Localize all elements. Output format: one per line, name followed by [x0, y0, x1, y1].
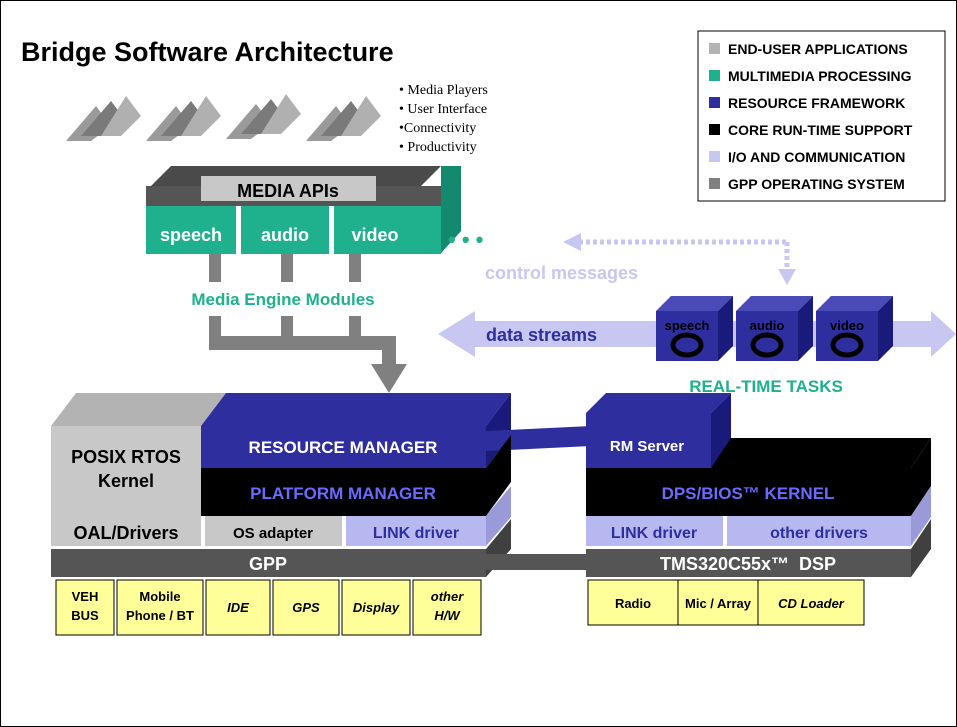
dsp-hw-label: Mic / Array — [685, 596, 752, 611]
module-speech: speech — [160, 225, 222, 245]
rt-task-label: speech — [665, 318, 710, 333]
oal-drivers-label: OAL/Drivers — [73, 523, 178, 543]
legend-label: RESOURCE FRAMEWORK — [728, 95, 905, 111]
dsp-hardware: Radio Mic / Array CD Loader — [587, 579, 865, 626]
gpp-hw-label: GPS — [292, 600, 320, 615]
legend-label: CORE RUN-TIME SUPPORT — [728, 122, 913, 138]
data-streams-label: data streams — [486, 325, 597, 345]
ellipsis: • • • — [448, 227, 483, 252]
gpp-hw-label: Mobile — [139, 589, 180, 604]
rt-task-video: video — [816, 296, 893, 361]
rm-server-block: RM Server — [586, 393, 731, 468]
app-bullets: • Media Players • User Interface •Connec… — [399, 83, 488, 155]
gpp-link-driver-label: LINK driver — [373, 525, 459, 542]
media-apis-label: MEDIA APIs — [237, 181, 339, 201]
gpp-hw-label: VEH — [72, 589, 99, 604]
dsp-driver-row: LINK driver other drivers — [586, 486, 931, 546]
legend-items: END-USER APPLICATIONS MULTIMEDIA PROCESSI… — [709, 41, 913, 192]
gpp-hw-label: IDE — [227, 600, 249, 615]
dsp-hw-box: Mic / Array — [677, 579, 759, 626]
gpp-hw-box: GPS — [272, 579, 340, 636]
module-video: video — [351, 225, 398, 245]
rt-task-label: video — [830, 318, 864, 333]
legend-swatch — [709, 178, 720, 189]
legend-swatch — [709, 43, 720, 54]
dsp-kernel-block: DPS/BIOS™ KERNEL — [586, 438, 931, 516]
rt-task-speech: speech — [656, 296, 733, 361]
legend-item: CORE RUN-TIME SUPPORT — [709, 122, 913, 138]
gpp-hw-box: VEH BUS — [55, 579, 115, 636]
legend-label: MULTIMEDIA PROCESSING — [728, 68, 912, 84]
legend-label: I/O AND COMMUNICATION — [728, 149, 905, 165]
media-engine-label: Media Engine Modules — [191, 290, 374, 309]
platform-manager-label: PLATFORM MANAGER — [250, 484, 436, 503]
gpp-driver-row: OAL/Drivers OS adapter LINK driver — [51, 486, 511, 546]
legend-swatch — [709, 124, 720, 135]
gpp-hw-label: Phone / BT — [126, 608, 194, 623]
posix-label: Kernel — [98, 471, 154, 491]
dsp-hw-box: Radio — [587, 579, 679, 626]
legend-item: MULTIMEDIA PROCESSING — [709, 68, 912, 84]
legend-swatch — [709, 70, 720, 81]
page-title: Bridge Software Architecture — [21, 37, 394, 67]
app-bullet: • Productivity — [399, 140, 477, 155]
dsp-hw-label: Radio — [615, 596, 651, 611]
mountain-icon — [66, 96, 141, 141]
rt-task-audio: audio — [736, 296, 813, 361]
mountain-icon — [146, 96, 221, 141]
posix-label: POSIX RTOS — [71, 447, 181, 467]
end-user-apps-icon — [66, 94, 381, 141]
rm-server-label: RM Server — [610, 438, 684, 455]
dsp-link-driver-label: LINK driver — [611, 525, 697, 542]
gpp-hw-label: BUS — [71, 608, 99, 623]
mountain-icon — [306, 96, 381, 141]
legend: END-USER APPLICATIONS MULTIMEDIA PROCESSI… — [697, 30, 946, 202]
legend-item: GPP OPERATING SYSTEM — [709, 176, 905, 192]
gpp-hw-box: IDE — [205, 579, 271, 636]
gpp-dsp-bus — [486, 554, 586, 570]
dsp-hw-label: CD Loader — [778, 596, 845, 611]
gpp-hw-label: H/W — [434, 608, 461, 623]
rt-task-label: audio — [750, 318, 785, 333]
dsp-label: TMS320C55x™ DSP — [660, 554, 836, 574]
media-apis-block: MEDIA APIs speech audio video — [146, 166, 461, 254]
legend-label: END-USER APPLICATIONS — [728, 41, 908, 57]
legend-item: I/O AND COMMUNICATION — [709, 149, 905, 165]
gpp-label: GPP — [249, 554, 287, 574]
legend-label: GPP OPERATING SYSTEM — [728, 176, 905, 192]
rt-label: REAL-TIME TASKS — [689, 377, 843, 396]
other-drivers-label: other drivers — [770, 525, 868, 542]
control-messages-label: control messages — [485, 263, 638, 283]
gpp-hw-label: other — [431, 589, 464, 604]
rt-tasks: speech audio video — [656, 296, 893, 361]
legend-item: END-USER APPLICATIONS — [709, 41, 908, 57]
gpp-hw-box: Display — [341, 579, 411, 636]
module-audio: audio — [261, 225, 309, 245]
resource-manager-block: RESOURCE MANAGER — [201, 393, 511, 468]
app-bullet: • Media Players — [399, 83, 488, 98]
legend-swatch — [709, 151, 720, 162]
legend-swatch — [709, 97, 720, 108]
dsp-kernel-label: DPS/BIOS™ KERNEL — [662, 484, 835, 503]
mountain-icon — [226, 94, 301, 139]
dsp-hw-box: CD Loader — [757, 579, 865, 626]
resource-manager-label: RESOURCE MANAGER — [249, 438, 438, 457]
os-adapter-label: OS adapter — [233, 525, 313, 542]
platform-manager-block: PLATFORM MANAGER — [201, 435, 511, 516]
gpp-hw-label: Display — [353, 600, 400, 615]
module-connectors — [209, 254, 407, 393]
app-bullet: •Connectivity — [399, 121, 476, 136]
control-messages-arrow — [563, 233, 796, 285]
app-bullet: • User Interface — [399, 102, 487, 117]
legend-item: RESOURCE FRAMEWORK — [709, 95, 905, 111]
dsp-bar: TMS320C55x™ DSP — [586, 519, 931, 577]
posix-rtos-block: POSIX RTOS Kernel — [51, 393, 226, 516]
rm-bridge — [486, 426, 591, 451]
gpp-bar: GPP — [51, 519, 511, 577]
